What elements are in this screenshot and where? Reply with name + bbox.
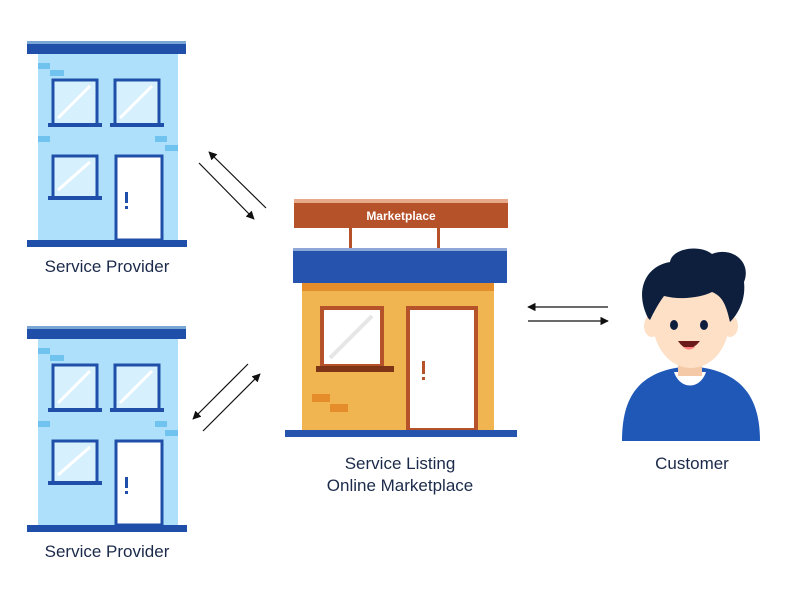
- provider-building-bottom: [27, 326, 187, 532]
- marketplace-label-line2: Online Marketplace: [326, 476, 474, 495]
- customer-shirt: [622, 366, 760, 441]
- marketplace-sign: [294, 203, 508, 228]
- marketplace-label: Service Listing Online Marketplace: [290, 453, 510, 497]
- provider-label-top: Service Provider: [44, 257, 170, 276]
- arrow-provider-top-to-market: [198, 151, 267, 220]
- marketplace-sign-text: Marketplace: [366, 209, 436, 223]
- customer-avatar: [622, 248, 760, 441]
- arrow-provider-bottom-to-market: [192, 363, 261, 432]
- door: [114, 154, 164, 242]
- door: [114, 439, 164, 527]
- shop-awning: [293, 248, 507, 283]
- customer-hair: [642, 248, 746, 322]
- shop-window: [316, 306, 394, 372]
- window: [48, 439, 102, 485]
- provider-building-top: [27, 41, 187, 247]
- shop-door: [406, 306, 478, 432]
- marketplace-label-line1: Service Listing: [344, 454, 456, 473]
- window: [110, 363, 164, 412]
- window: [48, 154, 102, 200]
- window: [48, 363, 102, 412]
- marketplace-shop: Marketplace: [285, 199, 517, 437]
- window: [110, 78, 164, 127]
- window: [48, 78, 102, 127]
- provider-label-bottom: Service Provider: [44, 542, 170, 561]
- customer-label: Customer: [655, 454, 729, 473]
- customer-face: [653, 276, 729, 368]
- arrow-market-to-customer: [527, 302, 609, 326]
